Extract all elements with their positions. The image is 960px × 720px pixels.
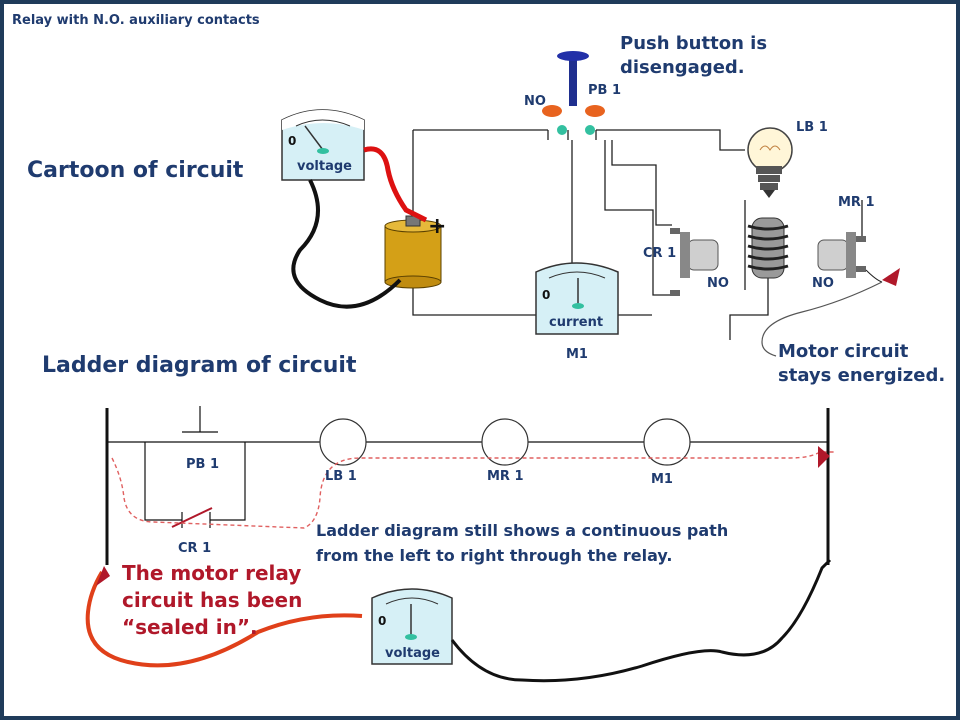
sealed-in-line1: The motor relay (122, 561, 302, 585)
label-cr1: CR 1 (643, 246, 677, 261)
label-no-pb: NO (524, 94, 546, 109)
ladder-note-line2: from the left to right through the relay… (316, 546, 673, 565)
bottom-black-lead (450, 558, 832, 683)
cr1-closed-slash (171, 507, 213, 528)
battery (384, 215, 442, 289)
current-meter-label: current (549, 315, 604, 330)
push-button-annotation-line1: Push button is (620, 33, 768, 54)
label-pb1: PB 1 (588, 83, 622, 98)
cartoon-heading: Cartoon of circuit (27, 158, 244, 183)
continuity-arrow (818, 446, 830, 468)
ladder-rails (105, 406, 830, 565)
push-button-annotation: Push button is disengaged. (620, 32, 767, 80)
ladder-lb1-load (319, 418, 367, 466)
cartoon-wires (412, 129, 863, 340)
bottom-voltmeter-label: voltage (385, 646, 440, 661)
ladder-note-line1: Ladder diagram still shows a continuous … (316, 521, 729, 540)
contact-cr1 (670, 228, 719, 296)
slide-title: Relay with N.O. auxiliary contacts (12, 13, 260, 28)
label-no-mr: NO (812, 276, 834, 291)
motor-annotation-line1: Motor circuit (778, 341, 909, 362)
label-no-cr: NO (707, 276, 729, 291)
sealed-in-line2: circuit has been (122, 588, 303, 612)
current-meter-zero: 0 (542, 288, 551, 302)
top-voltmeter-red-lead (363, 146, 428, 223)
top-voltmeter-label: voltage (297, 159, 352, 174)
battery-plus-sign: + (428, 214, 447, 239)
ladder-label-m1: M1 (651, 472, 673, 487)
bottom-voltmeter (371, 588, 453, 665)
ladder-label-lb1: LB 1 (325, 469, 357, 484)
light-bulb-lb1 (747, 127, 793, 198)
ladder-note: Ladder diagram still shows a continuous … (316, 518, 728, 568)
push-button-annotation-line2: disengaged. (620, 57, 745, 78)
top-voltmeter (281, 109, 365, 181)
push-button-pb1 (542, 51, 605, 135)
bottom-voltmeter-zero: 0 (378, 614, 387, 628)
motor-annotation-line2: stays energized. (778, 365, 946, 386)
ladder-label-mr1: MR 1 (487, 469, 524, 484)
label-m1: M1 (566, 347, 588, 362)
ladder-mr1-load (481, 418, 529, 466)
ladder-m1-load (643, 418, 691, 466)
ladder-label-pb1: PB 1 (186, 457, 220, 472)
contact-mr1 (817, 232, 900, 286)
sealed-in-annotation: The motor relay circuit has been “sealed… (122, 560, 302, 641)
top-voltmeter-black-lead (291, 179, 402, 309)
bottom-red-probe (96, 566, 110, 586)
ladder-label-cr1: CR 1 (178, 541, 212, 556)
top-voltmeter-zero: 0 (288, 134, 297, 148)
sealed-in-line3: “sealed in”. (122, 615, 258, 639)
motor-annotation: Motor circuit stays energized. (778, 340, 945, 388)
relay-coil (747, 217, 789, 279)
label-lb1: LB 1 (796, 120, 828, 135)
bottom-red-lead (85, 570, 363, 668)
continuity-path (111, 451, 835, 529)
mr1-lead (761, 281, 883, 357)
current-meter (535, 262, 619, 335)
ladder-heading: Ladder diagram of circuit (42, 353, 357, 378)
label-mr1: MR 1 (838, 195, 875, 210)
